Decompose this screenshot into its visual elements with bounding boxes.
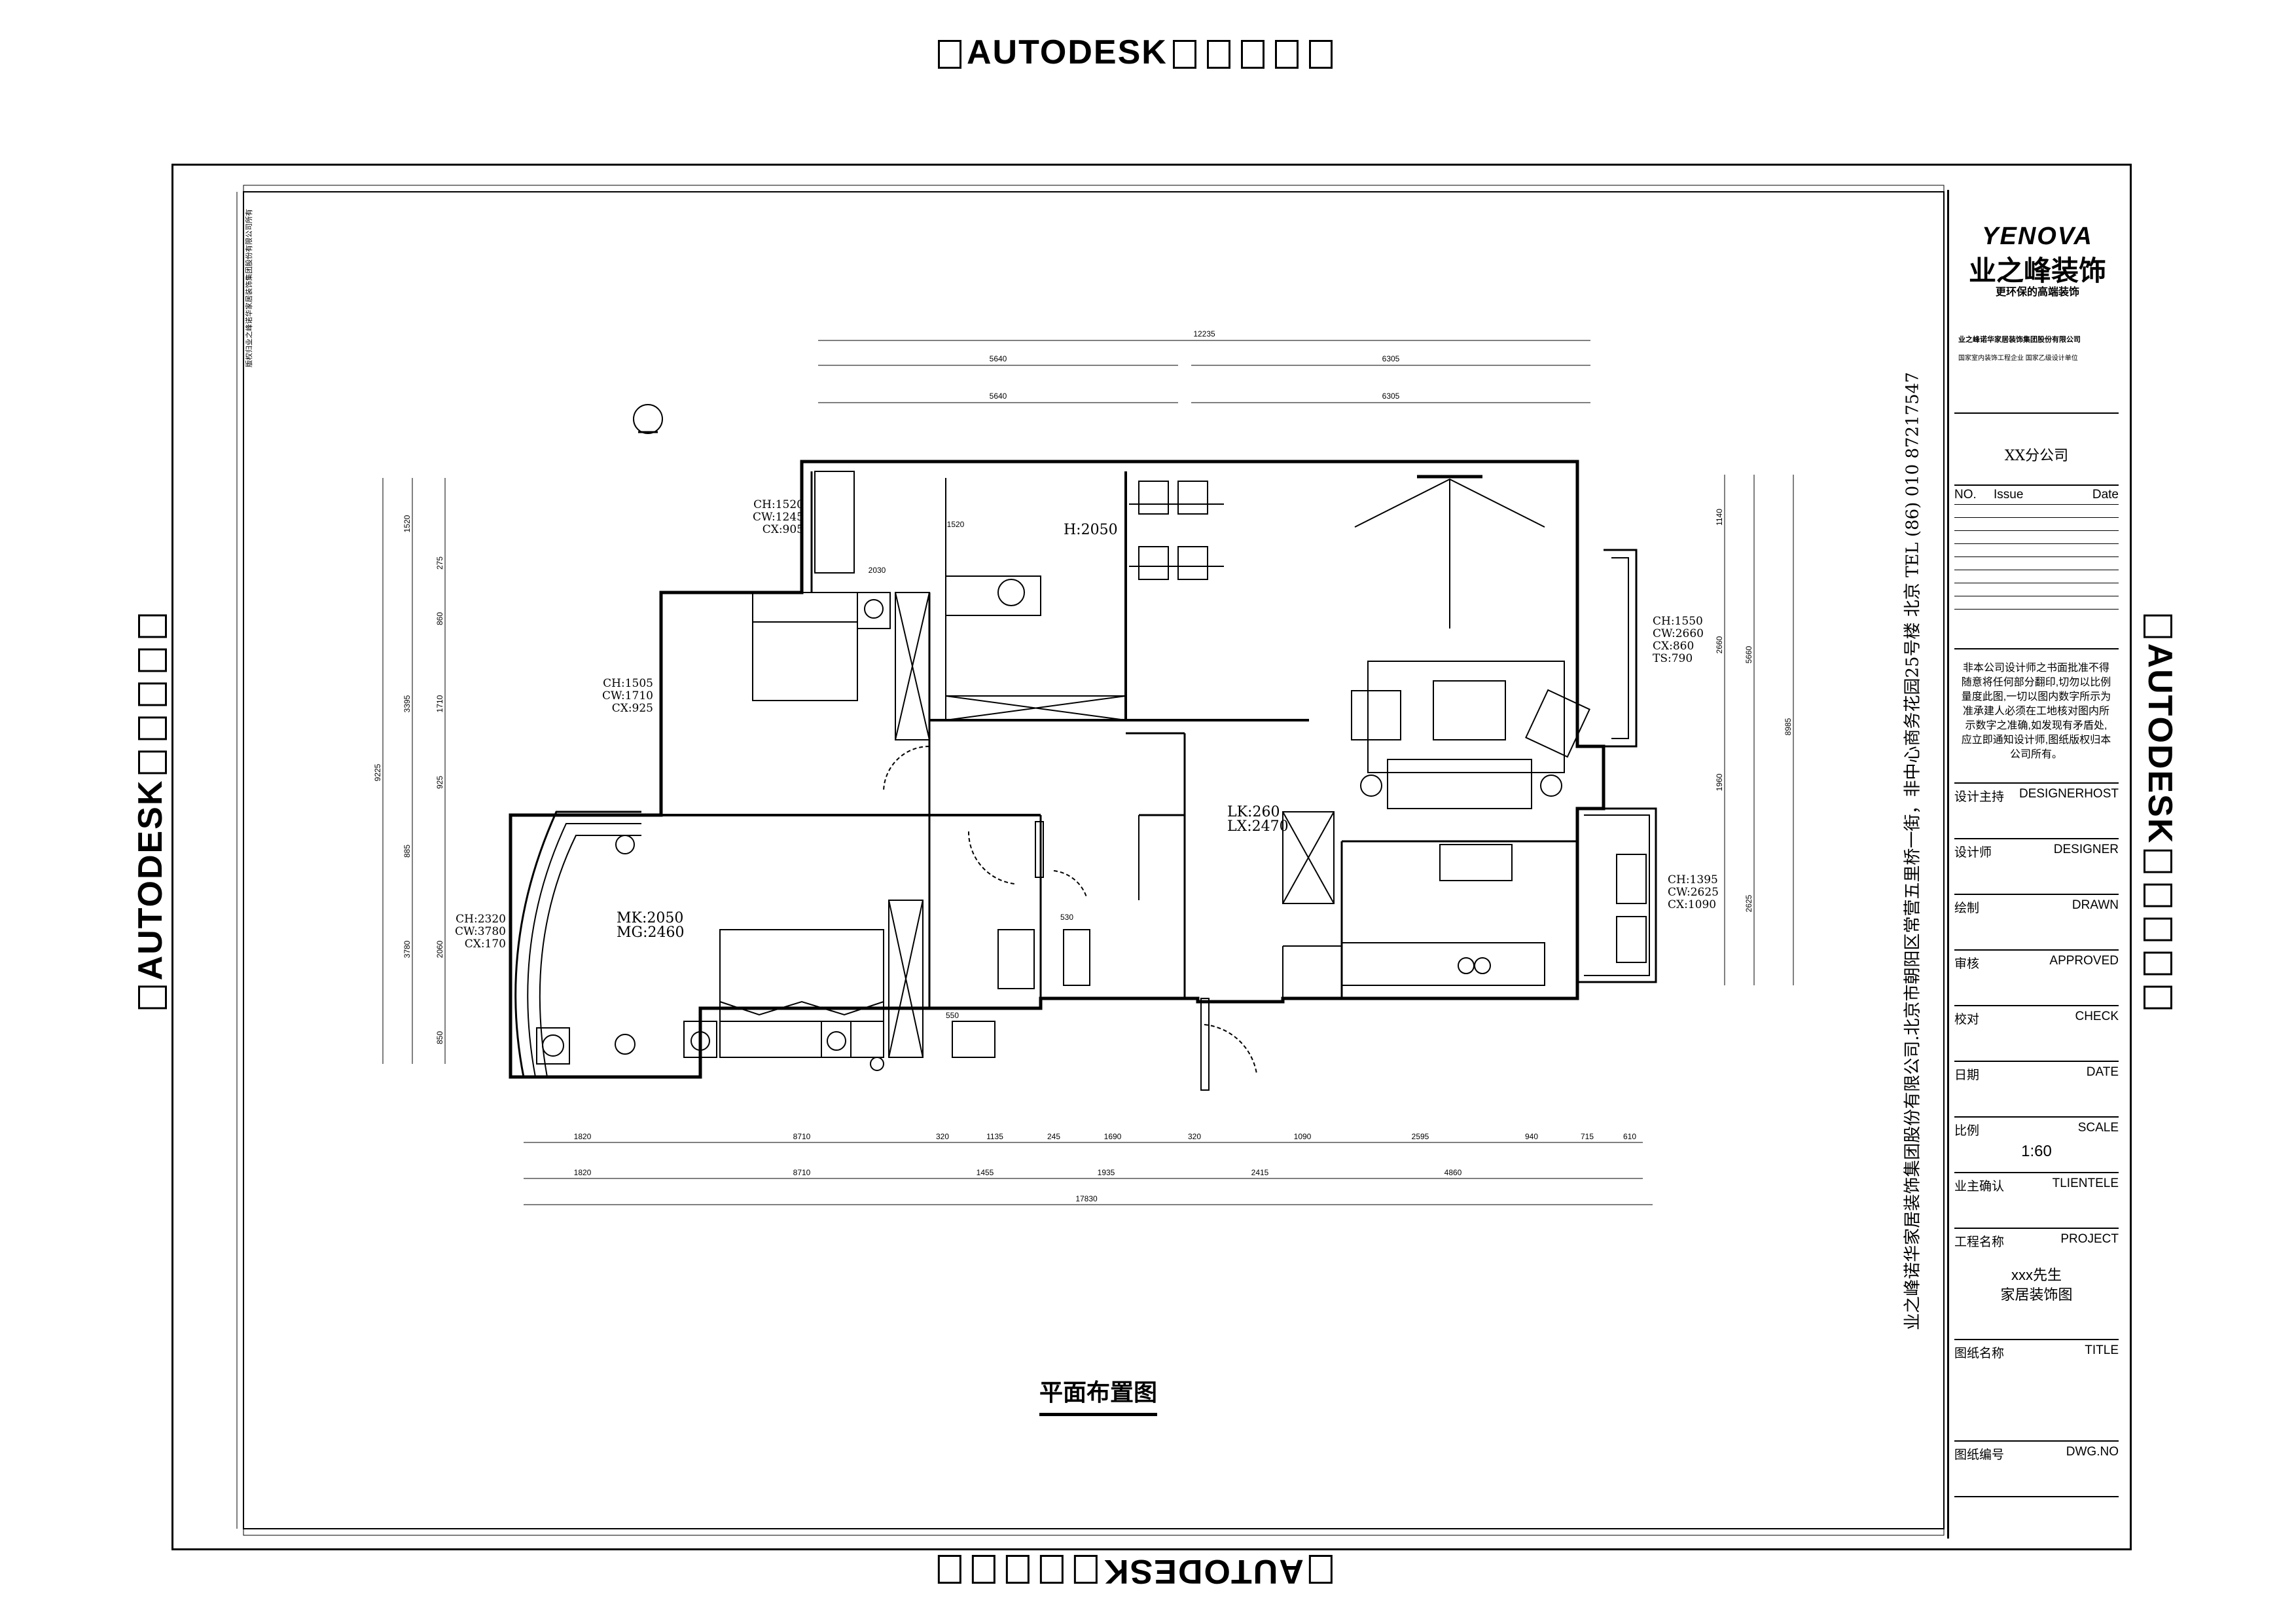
dim-bottom1-0: 1820: [574, 1132, 592, 1141]
dim-left-5: 925: [435, 776, 444, 789]
sofa: [1387, 759, 1532, 809]
dim-right-0: 1140: [1715, 509, 1724, 526]
drawing-sheet: [171, 164, 2132, 1550]
dim-bottom1-1: 8710: [793, 1132, 811, 1141]
copyright-note: 版权归业之峰诺华家居装饰集团股份有限公司所有: [245, 209, 253, 367]
dim-left-9: 3780: [403, 940, 412, 958]
dim-right-4: 1960: [1715, 773, 1724, 791]
dim-right-5: 2625: [1744, 894, 1753, 912]
title-block: YENOVA 业之峰装饰 更环保的高端装饰 业之峰诺华家居装饰集团股份有限公司 …: [1947, 190, 2124, 1539]
dim-left-0: 1520: [403, 515, 412, 532]
dim-right-2: 5660: [1744, 646, 1753, 663]
dim-top-2: 6305: [1382, 354, 1400, 363]
dim-bottom-total: 17830: [1075, 1194, 1098, 1203]
dim-top-4: 6305: [1382, 392, 1400, 401]
company-line: 业之峰诺华家居装饰集团股份有限公司: [1958, 336, 2081, 344]
sink: [1616, 854, 1647, 904]
dim-top-3: 5640: [990, 392, 1007, 401]
dim-bottom2-2: 1455: [977, 1168, 994, 1177]
dim-bottom1-7: 1090: [1294, 1132, 1312, 1141]
fridge: [1282, 811, 1335, 904]
dim-small-0: 2030: [869, 566, 886, 575]
dim-bottom1-9: 940: [1525, 1132, 1538, 1141]
logo-slogan: 更环保的高端装饰: [1995, 287, 2079, 298]
armchair: [1351, 690, 1401, 740]
dim-left-7: 885: [403, 845, 412, 858]
dim-bottom1-6: 320: [1188, 1132, 1201, 1141]
kitchen-counter: [1341, 942, 1545, 986]
dim-bottom1-10: 715: [1581, 1132, 1594, 1141]
company-sub: 国家室内装饰工程企业 国家乙级设计单位: [1958, 355, 2078, 362]
bay-window-right: [1604, 549, 1638, 748]
dim-right-3: 8985: [1784, 718, 1793, 735]
dim-bottom1-11: 610: [1623, 1132, 1636, 1141]
watermark-top: AUTODESK: [933, 33, 1338, 72]
dim-left-3: 3395: [403, 695, 412, 712]
project-name-1: xxx先生: [2011, 1267, 2062, 1283]
dim-left-4: 1710: [435, 695, 444, 712]
dim-small-2: 530: [1060, 913, 1073, 922]
dim-top-1: 5640: [990, 354, 1007, 363]
wardrobe-2: [888, 900, 924, 1058]
scale-value: 1:60: [2021, 1142, 2052, 1160]
dim-bottom1-3: 1135: [986, 1132, 1003, 1141]
copyright-notice: 非本公司设计师之书面批准不得随意将任何部分翻印,切勿以比例量度此图,一切以图内数…: [1961, 663, 2111, 760]
island: [1439, 844, 1513, 881]
compass: [633, 404, 663, 434]
bed-small: [752, 592, 858, 701]
room-label-r2: H:2050: [1064, 522, 1118, 538]
dim-bottom2-4: 2415: [1251, 1168, 1269, 1177]
dim-bottom1-4: 245: [1047, 1132, 1060, 1141]
dim-bottom2-0: 1820: [574, 1168, 592, 1177]
wardrobe-1: [895, 592, 930, 740]
dim-bottom2-1: 8710: [793, 1168, 811, 1177]
plan-title: 平面布置图: [1039, 1374, 1158, 1416]
dim-left-6: 9225: [373, 763, 382, 781]
coffee-table: [1433, 680, 1506, 740]
rug: [1367, 661, 1565, 773]
dim-left-8: 2060: [435, 940, 444, 958]
desk: [814, 471, 855, 574]
dim-bottom1-2: 320: [936, 1132, 949, 1141]
top-ruler: [243, 185, 1945, 192]
dim-bottom2-5: 4860: [1444, 1168, 1462, 1177]
outer-wall: [509, 460, 1605, 1079]
toilet: [997, 929, 1035, 989]
dim-small-3: 550: [946, 1011, 959, 1020]
dim-right-1: 2660: [1715, 636, 1724, 653]
inner-frame: [243, 191, 1945, 1529]
dim-left-10: 850: [435, 1031, 444, 1044]
bay-window-kitchen: [1577, 807, 1657, 983]
company-address: 业之峰诺华家居装饰集团股份有限公司.北京市朝阳区常营五里桥一街，非中心商务花园2…: [1903, 372, 1923, 1330]
dim-bottom2-3: 1935: [1098, 1168, 1115, 1177]
branch-name: XX分公司: [2004, 448, 2069, 464]
bed-large: [719, 929, 884, 1058]
project-name-2: 家居装饰图: [2000, 1286, 2073, 1303]
dim-left-1: 275: [435, 556, 444, 570]
dim-bottom1-8: 2595: [1412, 1132, 1429, 1141]
dim-bottom1-5: 1690: [1104, 1132, 1122, 1141]
dim-top-0: 12235: [1193, 329, 1215, 338]
cabinet-row: [945, 695, 1126, 721]
dim-small-1: 1520: [947, 520, 965, 529]
logo-english: YENOVA: [1982, 223, 2093, 250]
dim-left-2: 860: [435, 612, 444, 625]
balcony-curve: [514, 811, 641, 1078]
bottom-ruler: [243, 1528, 1945, 1536]
logo-chinese: 业之峰装饰: [1968, 255, 2106, 286]
washer: [536, 1027, 570, 1065]
